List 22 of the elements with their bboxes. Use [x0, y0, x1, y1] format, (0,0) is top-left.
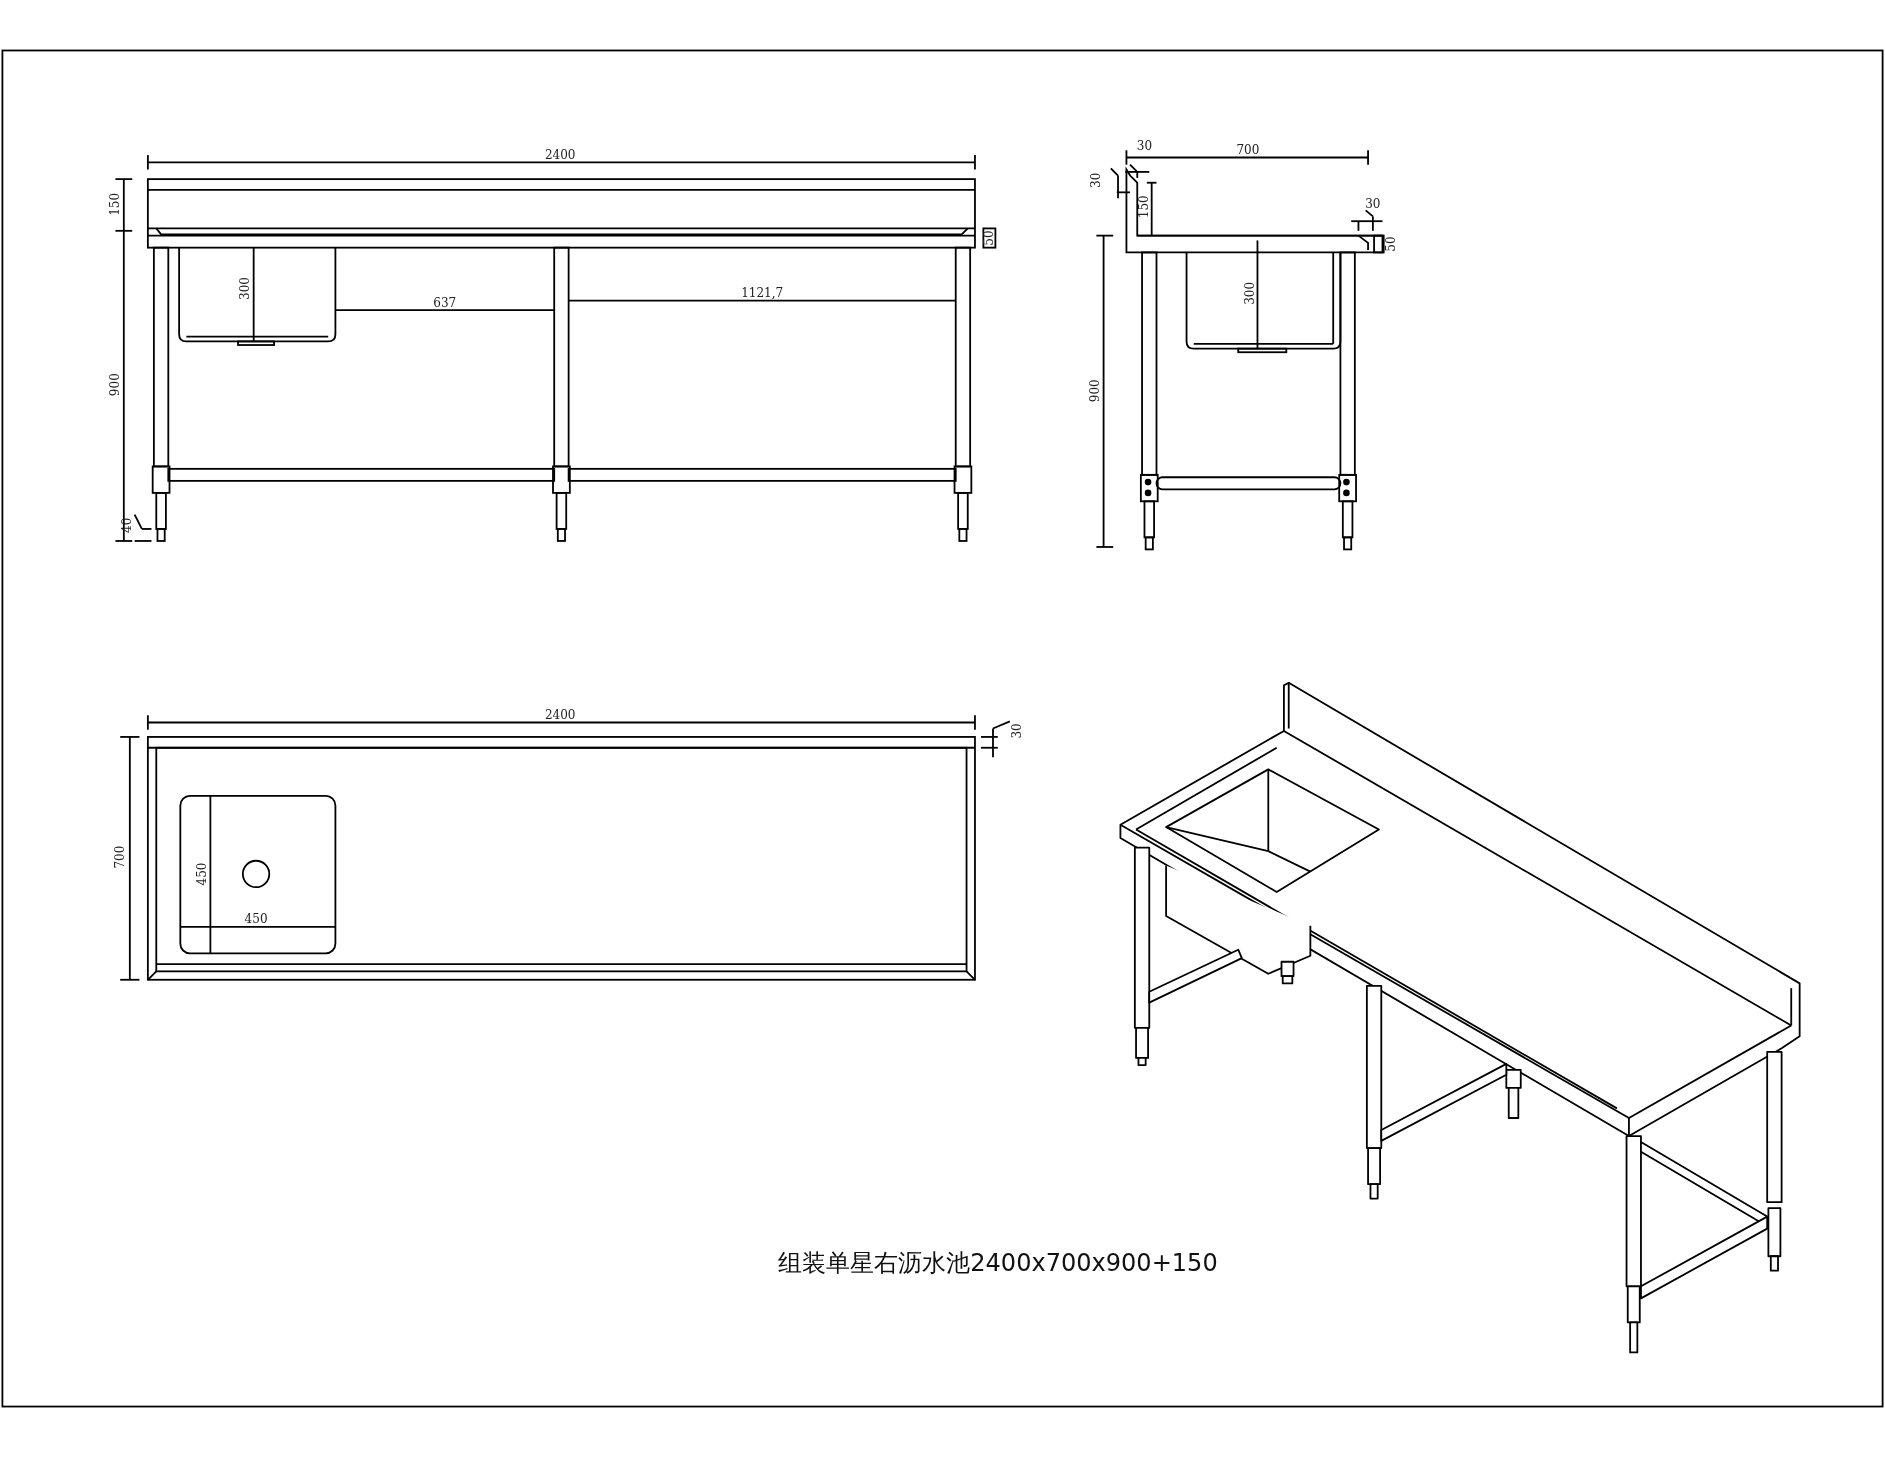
caption: 组装单星右沥水池2400x700x900+150 [777, 1250, 1218, 1275]
dimension-label: 450 [195, 862, 208, 886]
dimension-label: 150 [1138, 195, 1151, 219]
dimension-label: 40 [121, 517, 134, 533]
dimension-label: 300 [239, 277, 252, 300]
dimension-label: 900 [1089, 379, 1102, 403]
dimension-label: 2400 [544, 149, 576, 162]
dimension-label: 700 [1236, 144, 1260, 157]
dimension-label: 2400 [544, 709, 576, 722]
dimension-label: 50 [1384, 236, 1397, 252]
dimension-label: 300 [1244, 281, 1257, 305]
dimension-label: 1121,7 [741, 287, 784, 300]
dimension-label: 30 [1090, 172, 1103, 188]
dimension-label: 50 [983, 230, 996, 246]
dimension-label: 30 [1365, 198, 1381, 211]
dimension-label: 700 [114, 845, 127, 869]
dimension-label: 637 [433, 296, 457, 309]
dimension-label: 30 [1136, 140, 1153, 153]
dimension-label: 150 [109, 192, 122, 216]
dimension-label: 450 [244, 913, 268, 926]
dimension-label: 30 [1011, 723, 1024, 739]
dimension-label: 900 [109, 373, 122, 397]
